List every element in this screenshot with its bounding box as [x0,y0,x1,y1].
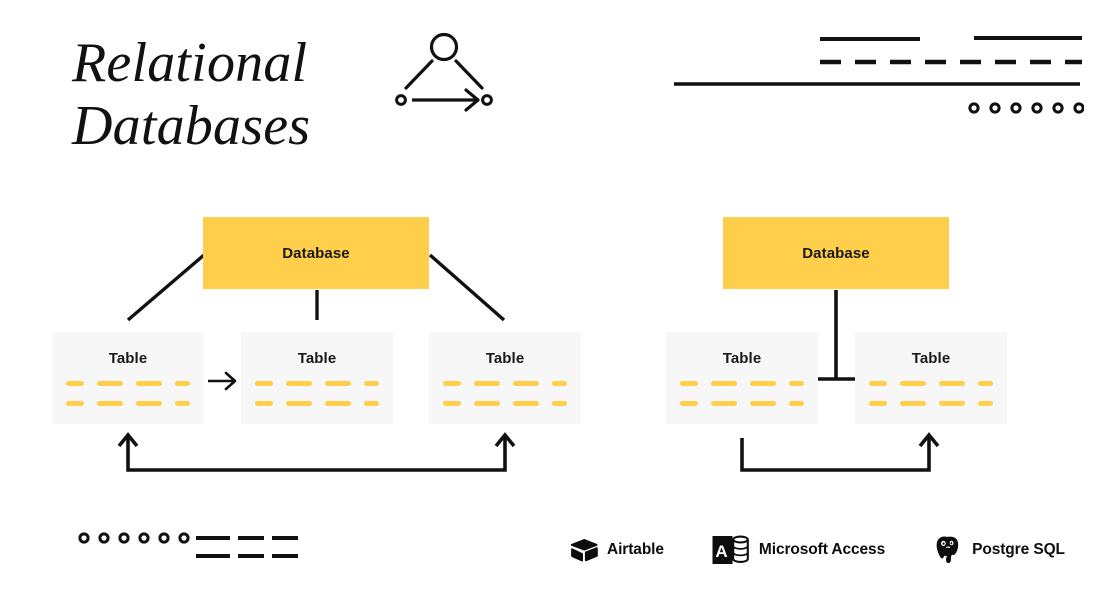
dash-cell [750,381,776,386]
dash-cell [552,401,567,406]
dash-cell [869,381,887,386]
dash-cell [900,401,926,406]
dash-cell [789,401,804,406]
relational-graph-icon [395,32,493,112]
logo-airtable[interactable]: Airtable [570,538,664,562]
svg-text:A: A [715,542,727,561]
logo-microsoft-access[interactable]: A Microsoft Access [712,535,885,565]
right-table-2-dash-rows [855,381,1007,406]
dash-cell [978,381,993,386]
dash-cell [750,401,776,406]
dash-cell [474,401,500,406]
page-title: Relational Databases [72,32,402,157]
dash-cell [680,401,698,406]
postgresql-elephant-logo-icon [936,536,959,564]
connector-right-tables-arrow [740,432,940,472]
right-table-2-label: Table [911,350,951,367]
dash-cell [513,401,539,406]
dash-cell [175,401,190,406]
dash-cell [680,381,698,386]
dash-cell [869,401,887,406]
right-table-1-label: Table [722,350,762,367]
right-database-box[interactable]: Database [723,217,949,289]
left-table-box-3[interactable]: Table [429,332,581,424]
right-database-label: Database [802,244,870,262]
dash-row [66,381,190,386]
connector-table1-to-table3-bidirectional [117,432,516,472]
dash-cell [978,401,993,406]
dash-cell [443,401,461,406]
dash-cell [255,381,273,386]
dash-cell [325,381,351,386]
airtable-logo-icon [570,539,598,562]
dash-cell [364,401,379,406]
dash-row [443,401,567,406]
dash-row [66,401,190,406]
dash-cell [789,381,804,386]
connector-db-to-table-1 [126,253,206,322]
dash-cell [255,401,273,406]
left-database-box[interactable]: Database [203,217,429,289]
left-table-2-label: Table [297,350,337,367]
bottom-left-dot-dash-decoration [78,532,298,558]
dash-cell [552,381,567,386]
dash-cell [474,381,500,386]
left-table-2-dash-rows [241,381,393,406]
logo-postgre-sql-label: Postgre SQL [972,541,1065,558]
left-table-box-1[interactable]: Table [52,332,204,424]
dash-row [869,381,993,386]
dash-row [443,381,567,386]
dash-cell [443,381,461,386]
dash-row [255,401,379,406]
dash-row [255,381,379,386]
dash-row [680,381,804,386]
dash-cell [286,401,312,406]
dash-cell [136,401,162,406]
left-table-1-dash-rows [52,381,204,406]
dash-row [869,401,993,406]
dash-cell [136,381,162,386]
dash-cell [711,381,737,386]
logo-microsoft-access-label: Microsoft Access [758,541,886,558]
dash-cell [175,381,190,386]
right-table-box-1[interactable]: Table [666,332,818,424]
right-table-1-dash-rows [666,381,818,406]
left-table-1-label: Table [108,350,148,367]
page-title-line-2: Databases [72,94,311,157]
dash-cell [97,381,123,386]
logo-airtable-label: Airtable [607,541,664,558]
top-right-line-decoration [674,36,1084,114]
dash-cell [66,401,84,406]
dash-cell [286,381,312,386]
left-table-box-2[interactable]: Table [241,332,393,424]
page-title-line-1: Relational [72,32,308,94]
connector-db-to-tables-tee [813,290,860,381]
logo-row: Airtable A Microsoft Access Pos [570,528,1065,572]
dash-row [680,401,804,406]
right-table-box-2[interactable]: Table [855,332,1007,424]
dash-cell [97,401,123,406]
dash-cell [939,381,965,386]
connector-db-to-table-3 [428,253,506,322]
left-table-3-dash-rows [429,381,581,406]
logo-postgre-sql[interactable]: Postgre SQL [933,535,1065,565]
dash-cell [325,401,351,406]
left-table-3-label: Table [485,350,525,367]
dash-cell [900,381,926,386]
dash-cell [66,381,84,386]
left-database-label: Database [282,244,350,262]
dash-cell [939,401,965,406]
dash-cell [711,401,737,406]
dash-cell [513,381,539,386]
microsoft-access-logo-icon: A [712,535,749,564]
dash-cell [364,381,379,386]
connector-table1-to-table2-arrow [208,371,237,391]
